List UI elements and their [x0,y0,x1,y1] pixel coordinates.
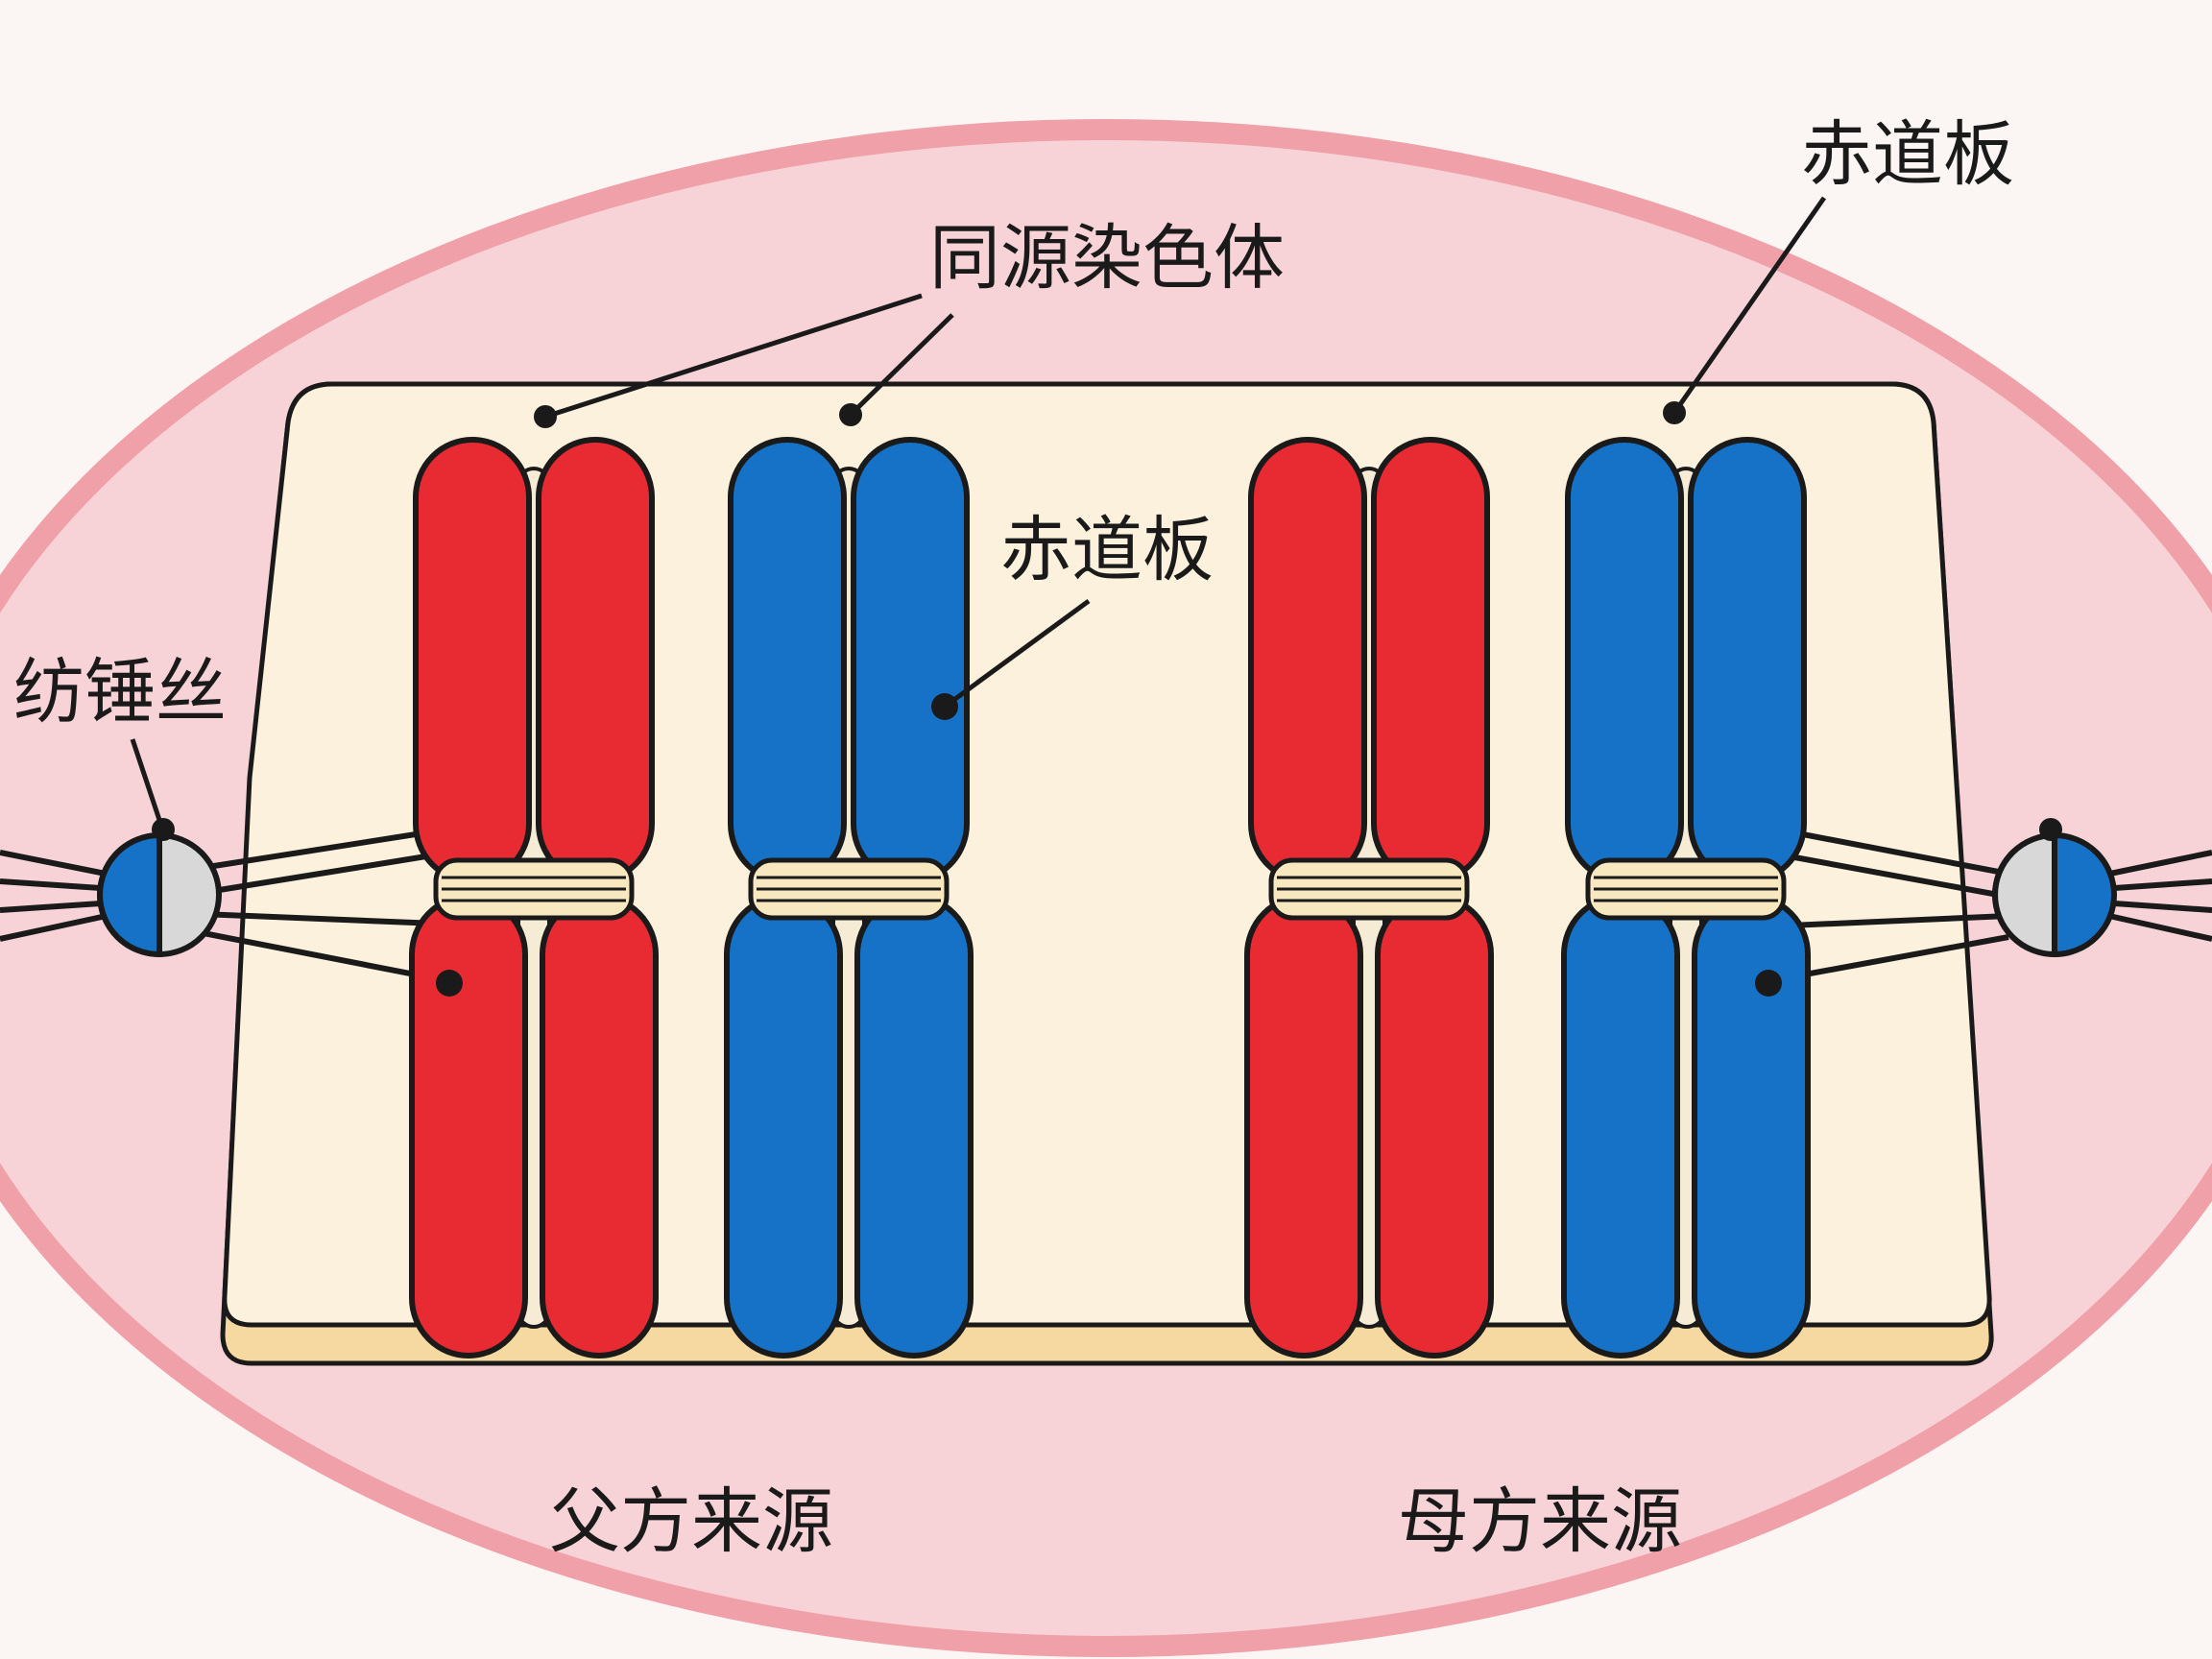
leader-dots [152,401,2062,997]
chromosome-3-paternal [1244,437,1494,1358]
chromatid-left-lower-arm [409,894,528,1358]
spindle-pole-right [1992,831,2117,958]
chromosome-4-maternal [1561,437,1811,1358]
label-metaphase-plate-top: 赤道板 [1801,113,2014,196]
spindle-fibers-left [0,829,450,984]
label-spindle-fiber: 纺锤丝 [13,651,227,733]
chromatid-right-lower-arm [1692,894,1811,1358]
chromatid-left-lower-arm [724,894,843,1358]
chromatid-right-upper-arm [1688,437,1807,884]
metaphase-plate [222,381,1992,1328]
chromatid-left-lower-arm [1561,894,1680,1358]
chromatid-right-upper-arm [1371,437,1490,884]
chromatid-left-upper-arm [413,437,532,884]
label-maternal-origin: 母方来源 [1398,1480,1682,1563]
spindle-pole-left [97,831,222,958]
label-homologous-chromosomes: 同源染色体 [929,217,1285,300]
chromosome-1-paternal [409,437,659,1358]
chromatid-right-upper-arm [851,437,970,884]
centromere-band [748,857,950,921]
label-metaphase-plate-mid: 赤道板 [1000,509,1214,591]
centromere-band [433,857,635,921]
chromatid-right-lower-arm [540,894,659,1358]
chromatid-left-upper-arm [728,437,847,884]
label-paternal-origin: 父方来源 [549,1480,833,1563]
chromatid-right-lower-arm [1375,894,1494,1358]
chromatid-left-lower-arm [1244,894,1363,1358]
chromatid-right-lower-arm [854,894,974,1358]
leader-lines [130,196,1827,827]
chromosome-2-maternal [724,437,974,1358]
chromosome-layer [409,437,1811,1358]
chromatid-left-upper-arm [1565,437,1684,884]
chromatid-left-upper-arm [1248,437,1367,884]
centromere-band [1585,857,1787,921]
spindle-fibers-right [1767,829,2212,984]
chromatid-right-upper-arm [536,437,655,884]
centromere-band [1268,857,1470,921]
